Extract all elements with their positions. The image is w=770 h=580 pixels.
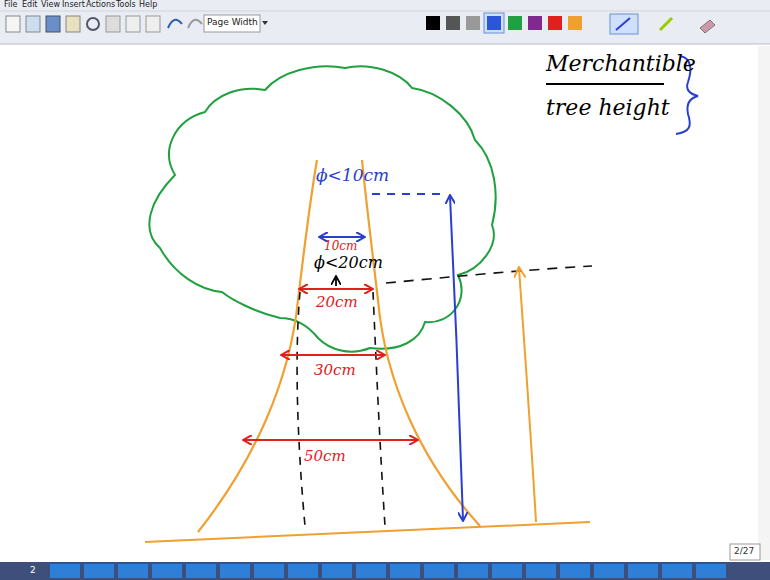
menu-item: View [41, 1, 60, 10]
diameter-limit: ϕ<20cm [314, 254, 383, 272]
page-counter-box [730, 544, 760, 560]
trunk-outline [198, 160, 317, 532]
menu-item: File [4, 1, 17, 10]
menu-item: Help [139, 1, 157, 10]
zoom-dropdown: Page Width [207, 18, 258, 28]
dimension-label: 10cm [324, 240, 357, 253]
ground-line [145, 522, 590, 542]
menu-item: Actions [86, 1, 115, 10]
dimension-label: 30cm [314, 362, 356, 379]
title-text: tree height [546, 96, 670, 120]
diameter-arrow [320, 236, 364, 238]
title-text: Merchantible [546, 52, 696, 76]
toolbar-icons [6, 13, 715, 34]
dimension-label: 20cm [316, 294, 358, 311]
height-arrow [450, 196, 463, 520]
crown-outline [149, 66, 495, 351]
menu-item: Tools [116, 1, 136, 10]
toolbar [0, 0, 770, 44]
page-counter: 2/27 [734, 547, 754, 557]
menu-item: Insert [62, 1, 85, 10]
dimension-label: 50cm [304, 448, 346, 465]
page-bar [0, 562, 770, 580]
menu-item: Edit [22, 1, 38, 10]
diameter-limit: ϕ<10cm [316, 166, 389, 185]
page-number: 2 [30, 566, 36, 576]
